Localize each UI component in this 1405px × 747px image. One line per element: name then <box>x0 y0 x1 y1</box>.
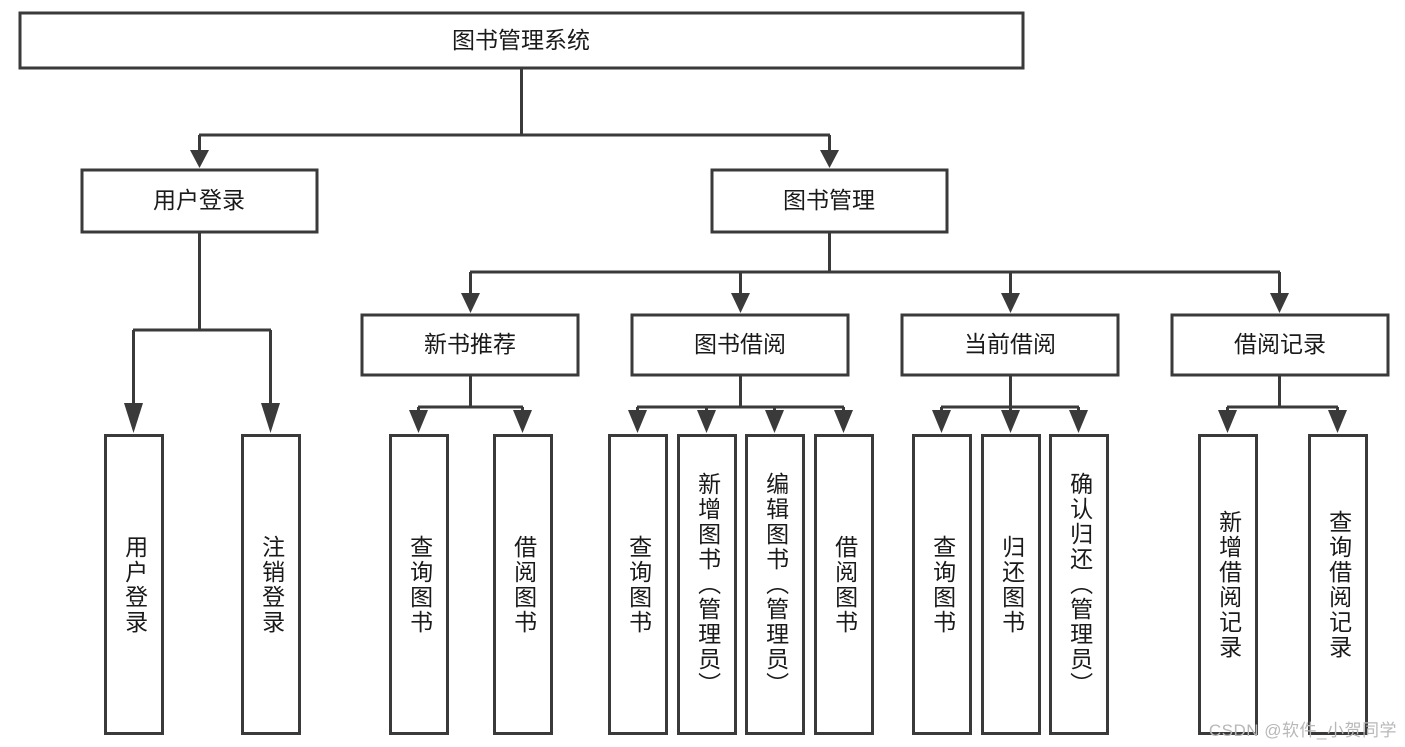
arrow-head-icon-leaf-confirm-return-admin <box>1069 410 1088 433</box>
leaf-confirm-return-admin-label: 确认归还（管理员） <box>1066 472 1093 697</box>
watermark-text: CSDN @软件_小贺同学 <box>1208 721 1397 740</box>
arrow-head-icon-leaf-edit-book-admin <box>765 410 784 433</box>
leaf-add-borrow-record[interactable]: 新增借阅记录 <box>1198 434 1258 735</box>
leaf-query-book-current-label: 查询图书 <box>929 534 956 635</box>
leaf-borrow-book-recommend-label: 借阅图书 <box>510 534 537 635</box>
node-borrow-record-label: 借阅记录 <box>1234 331 1326 357</box>
arrow-head-icon-leaf-query-borrow-record <box>1328 410 1347 433</box>
leaf-add-borrow-record-label: 新增借阅记录 <box>1215 509 1242 660</box>
arrow-head-icon-user-login <box>190 150 209 168</box>
leaf-query-borrow-record-label: 查询借阅记录 <box>1325 509 1352 660</box>
node-book-borrow[interactable] <box>630 313 850 377</box>
leaf-add-book-admin-label: 新增图书（管理员） <box>694 472 721 697</box>
leaf-return-book[interactable]: 归还图书 <box>981 434 1041 735</box>
node-book-management-label: 图书管理 <box>783 187 875 213</box>
leaf-add-book-admin[interactable]: 新增图书（管理员） <box>677 434 737 735</box>
arrow-head-icon-leaf-logout <box>261 403 280 433</box>
arrow-head-icon-leaf-borrow-book <box>834 410 853 433</box>
node-new-book-recommend[interactable] <box>360 313 580 377</box>
arrow-head-icon-leaf-user-login <box>124 403 143 433</box>
leaf-query-book-recommend[interactable]: 查询图书 <box>389 434 449 735</box>
leaf-query-borrow-record[interactable]: 查询借阅记录 <box>1308 434 1368 735</box>
arrow-head-icon-leaf-query-book-recommend <box>409 410 428 433</box>
node-new-book-recommend-label: 新书推荐 <box>424 331 516 357</box>
leaf-query-book-current[interactable]: 查询图书 <box>912 434 972 735</box>
arrow-head-icon-book-borrow <box>731 293 750 313</box>
leaf-user-login[interactable]: 用户登录 <box>104 434 164 735</box>
arrow-head-icon-leaf-add-book-admin <box>697 410 716 433</box>
arrow-head-icon-leaf-query-book-current <box>932 410 951 433</box>
arrow-head-icon-leaf-borrow-book-recommend <box>513 410 532 433</box>
leaf-user-login-label: 用户登录 <box>121 534 148 635</box>
arrow-head-icon-current-borrow <box>1001 293 1020 313</box>
leaf-logout[interactable]: 注销登录 <box>241 434 301 735</box>
arrow-head-icon-leaf-return-book <box>1001 410 1020 433</box>
node-user-login-label: 用户登录 <box>153 187 245 213</box>
leaf-edit-book-admin[interactable]: 编辑图书（管理员） <box>745 434 805 735</box>
leaf-edit-book-admin-label: 编辑图书（管理员） <box>762 472 789 697</box>
node-current-borrow-label: 当前借阅 <box>964 331 1056 357</box>
arrow-head-icon-new-book-recommend <box>461 293 480 313</box>
leaf-return-book-label: 归还图书 <box>998 534 1025 635</box>
arrow-head-icon-leaf-add-borrow-record <box>1218 410 1237 433</box>
leaf-confirm-return-admin[interactable]: 确认归还（管理员） <box>1049 434 1109 735</box>
node-current-borrow[interactable] <box>900 313 1120 377</box>
leaf-query-book-borrow-label: 查询图书 <box>625 534 652 635</box>
leaf-query-book-borrow[interactable]: 查询图书 <box>608 434 668 735</box>
root-node-label: 图书管理系统 <box>452 27 590 53</box>
leaf-query-book-recommend-label: 查询图书 <box>406 534 433 635</box>
arrow-head-icon-borrow-record <box>1270 293 1289 313</box>
node-book-borrow-label: 图书借阅 <box>694 331 786 357</box>
leaf-borrow-book[interactable]: 借阅图书 <box>814 434 874 735</box>
arrow-head-icon-book-management <box>820 150 839 168</box>
arrow-head-icon-leaf-query-book-borrow <box>628 410 647 433</box>
leaf-borrow-book-label: 借阅图书 <box>831 534 858 635</box>
root-node-library-management-system[interactable] <box>18 11 1025 70</box>
leaf-logout-label: 注销登录 <box>258 534 285 635</box>
leaf-borrow-book-recommend[interactable]: 借阅图书 <box>493 434 553 735</box>
